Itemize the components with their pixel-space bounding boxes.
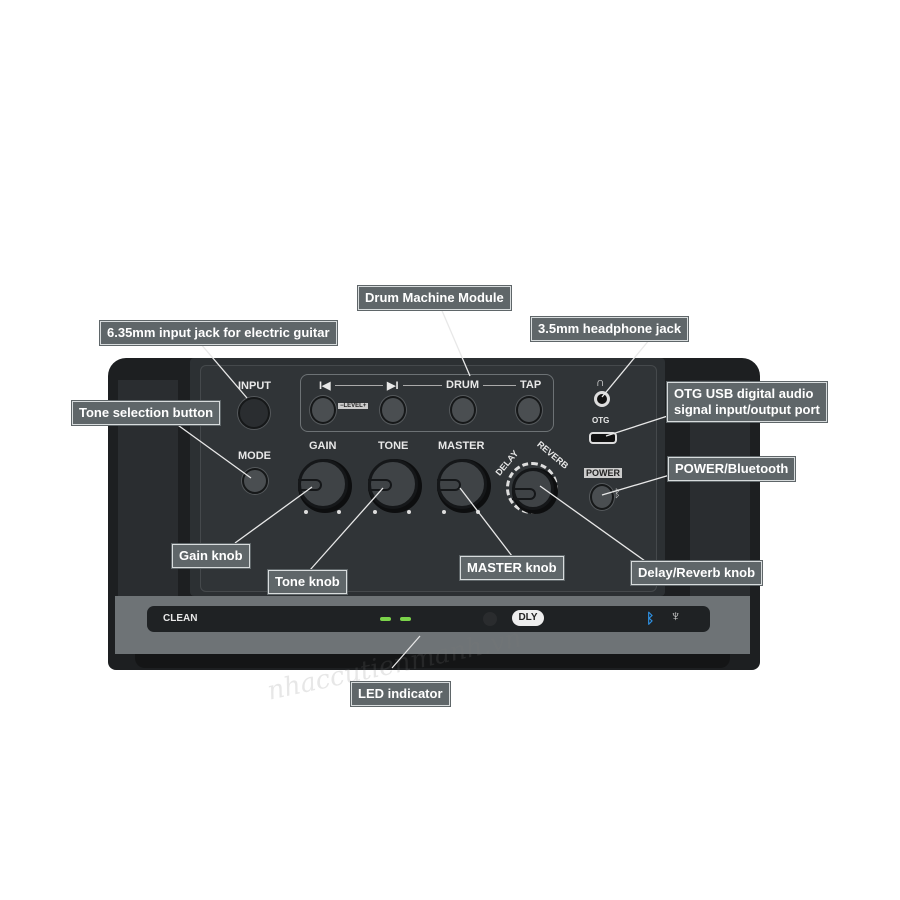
led-green-2 (400, 617, 411, 621)
gain-label: GAIN (309, 440, 337, 452)
dly-indicator: DLY (512, 610, 544, 626)
tone-knob[interactable] (368, 459, 418, 509)
input-label: INPUT (238, 380, 271, 392)
power-label: POWER (584, 468, 623, 478)
mode-label: MODE (238, 450, 271, 462)
delay-reverb-scale (506, 462, 558, 514)
bottom-grille (135, 654, 730, 668)
led-green-1 (380, 617, 391, 621)
next-button[interactable] (380, 396, 406, 424)
bluetooth-icon: ᛒ (646, 610, 655, 626)
master-label: MASTER (438, 440, 485, 452)
bluetooth-small-icon: ᛒ (614, 488, 621, 500)
control-panel-inner (200, 365, 657, 592)
drum-divider-line (326, 385, 526, 386)
leader-master (459, 487, 513, 557)
drum-button[interactable] (450, 396, 476, 424)
callout-tone-selection: Tone selection button (72, 401, 221, 425)
led-off-indicator (483, 612, 497, 626)
drum-label: DRUM (442, 379, 483, 391)
leader-delay (539, 485, 646, 562)
tone-label: TONE (378, 440, 409, 452)
leader-input (199, 342, 248, 399)
callout-headphone-jack: 3.5mm headphone jack (531, 317, 689, 341)
clean-label: CLEAN (163, 613, 198, 624)
callout-drum-machine: Drum Machine Module (358, 286, 511, 310)
drum-machine-module (300, 374, 554, 432)
callout-gain-knob: Gain knob (172, 544, 250, 568)
led-bar (147, 606, 710, 632)
mode-button[interactable] (242, 468, 268, 494)
gain-max-dot (337, 510, 341, 514)
master-min-dot (442, 510, 446, 514)
callout-tone-knob: Tone knob (268, 570, 347, 594)
master-knob[interactable] (437, 459, 487, 509)
leader-drum (439, 305, 471, 377)
prev-button[interactable] (310, 396, 336, 424)
delay-reverb-knob[interactable] (512, 468, 554, 510)
headphone-jack[interactable] (594, 391, 610, 407)
tone-max-dot (407, 510, 411, 514)
power-bluetooth-button[interactable] (590, 484, 614, 510)
next-label: ▶I (383, 379, 403, 392)
leader-tone (309, 487, 384, 571)
tone-min-dot (373, 510, 377, 514)
tap-button[interactable] (516, 396, 542, 424)
leader-mode (174, 422, 252, 479)
gain-knob[interactable] (298, 459, 348, 509)
headphone-icon: ∩ (596, 375, 605, 389)
callout-led-indicator: LED indicator (351, 682, 450, 706)
level-label: −LEVEL+ (338, 403, 369, 409)
input-jack[interactable] (238, 397, 270, 429)
leader-power (601, 471, 681, 496)
prev-label: I◀ (315, 379, 335, 392)
tap-label: TAP (516, 379, 546, 391)
callout-otg: OTG USB digital audio signal input/outpu… (667, 382, 827, 422)
otg-line-1: OTG USB digital audio (674, 386, 814, 401)
leader-headphone (601, 338, 651, 398)
leader-led (391, 635, 421, 669)
leader-gain (234, 486, 313, 544)
gain-min-dot (304, 510, 308, 514)
callout-master-knob: MASTER knob (460, 556, 564, 580)
guitar-player-icon: ♆ (670, 608, 682, 625)
callout-delay-reverb-knob: Delay/Reverb knob (631, 561, 763, 585)
otg-line-2: signal input/output port (674, 402, 820, 417)
callout-input-jack: 6.35mm input jack for electric guitar (100, 321, 337, 345)
callout-power-bluetooth: POWER/Bluetooth (668, 457, 796, 481)
otg-label: OTG (592, 416, 610, 425)
